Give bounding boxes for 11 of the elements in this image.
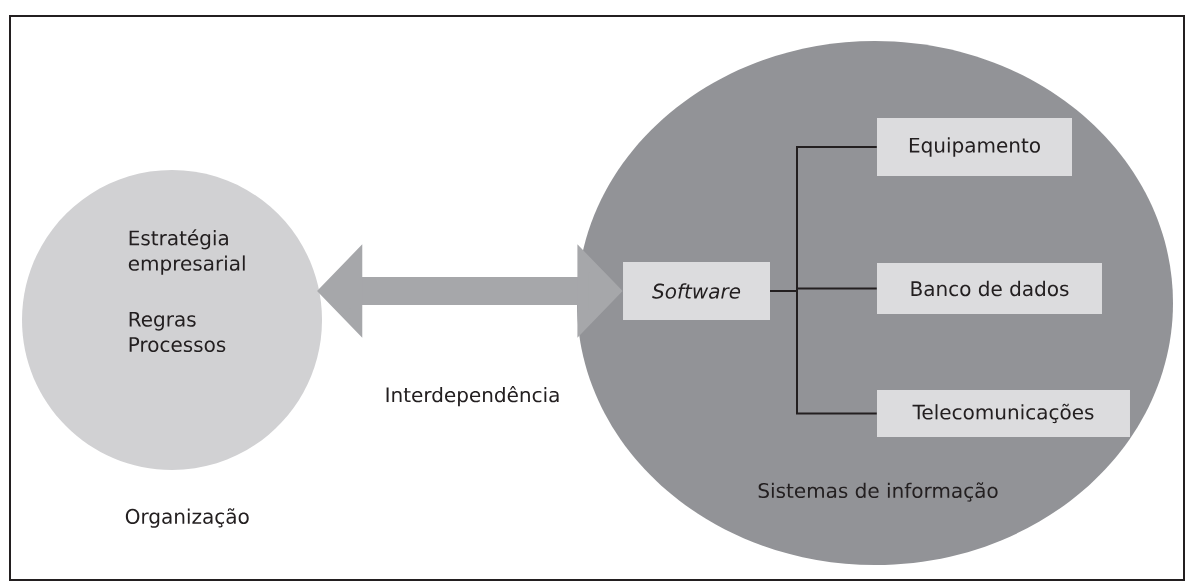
- label-box: Equipamento: [877, 118, 1072, 176]
- circle-node: [22, 170, 322, 528]
- edge-label: Interdependência: [386, 386, 559, 407]
- circle-caption: Organização: [125, 508, 249, 528]
- label-box: Banco de dados: [877, 263, 1102, 314]
- node-text: Estratégia empresarial: [128, 229, 245, 275]
- node-text: Sistemas de informação: [758, 482, 998, 502]
- label-box: Telecomunicações: [877, 390, 1130, 437]
- label-box: Software: [623, 262, 770, 320]
- node-text: Regras Processos: [129, 311, 226, 353]
- connector-line: [769, 290, 878, 415]
